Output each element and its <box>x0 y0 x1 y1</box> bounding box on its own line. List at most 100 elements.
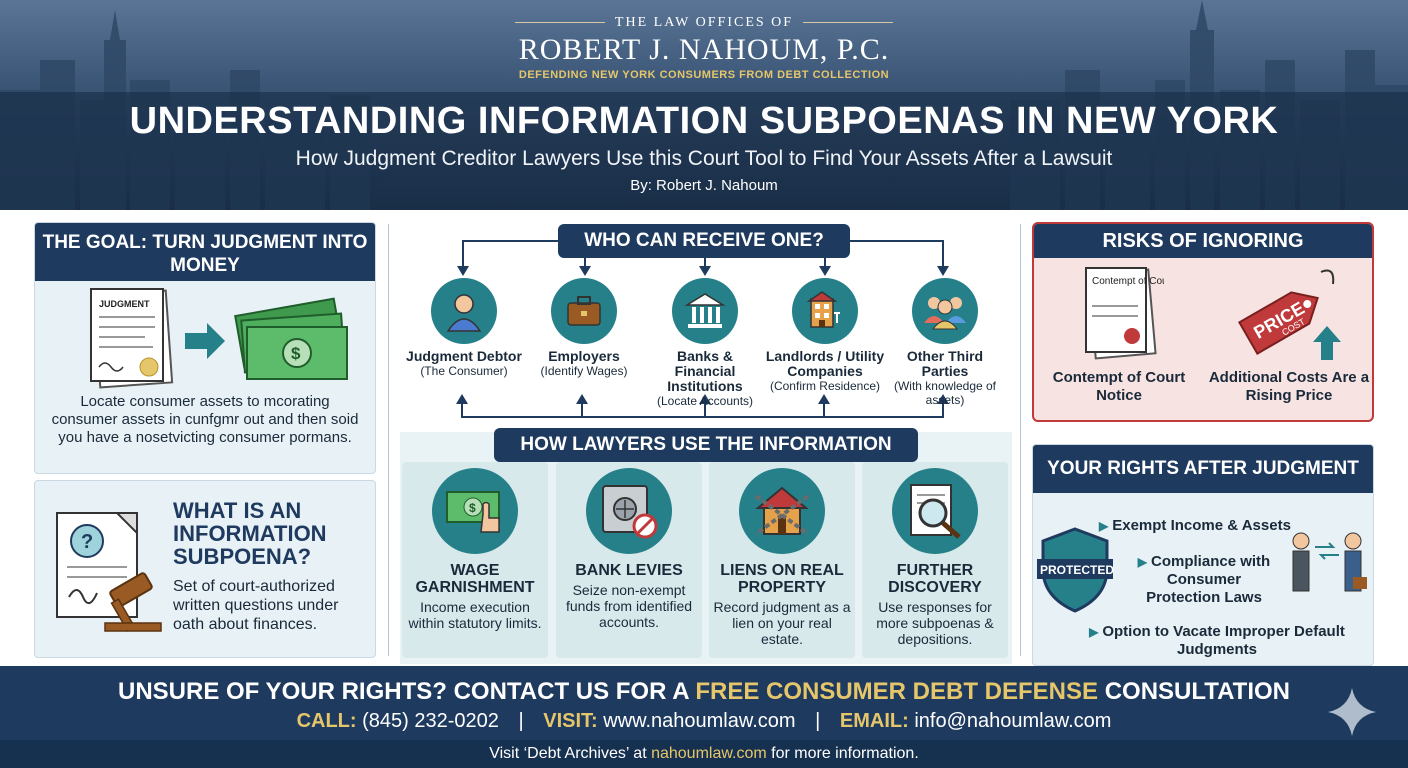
recipient-name: Other Third Parties <box>906 348 984 379</box>
risks-heading: RISKS OF IGNORING <box>1034 224 1372 258</box>
method-description: Income execution within statutory limits… <box>408 599 542 631</box>
archive-text: Visit ‘Debt Archives’ at <box>489 745 652 762</box>
risk-additional-costs: PRICE COST Additional Costs Are a Rising… <box>1204 264 1372 405</box>
archive-strip: Visit ‘Debt Archives’ at nahoumlaw.com f… <box>0 740 1408 768</box>
goal-heading: THE GOAL: TURN JUDGMENT INTO MONEY <box>35 223 375 281</box>
goal-panel: THE GOAL: TURN JUDGMENT INTO MONEY JUDGM… <box>34 222 376 474</box>
risk-contempt: Contempt of Court Contempt of Court Noti… <box>1034 264 1204 405</box>
svg-text:PROTECTED: PROTECTED <box>1040 563 1114 577</box>
method-name: LIENS ON REAL PROPERTY <box>720 562 844 596</box>
building-icon <box>792 278 858 344</box>
method-further-discovery: FURTHER DISCOVERY Use responses for more… <box>862 462 1008 658</box>
separator: | <box>815 710 821 732</box>
shield-icon: PROTECTED <box>1037 527 1114 613</box>
firm-name: ROBERT J. NAHOUM, P.C. <box>518 32 890 66</box>
method-description: Record judgment as a lien on your real e… <box>713 599 851 647</box>
call-label: CALL: <box>296 710 357 732</box>
recipient-name: Landlords / Utility Companies <box>765 348 885 379</box>
recipient-banks: Banks & Financial Institutions (Locate A… <box>645 278 765 408</box>
recipient-judgment-debtor: Judgment Debtor (The Consumer) <box>404 278 524 378</box>
arrow-right-icon <box>185 323 225 359</box>
firm-tagline: DEFENDING NEW YORK CONSUMERS FROM DEBT C… <box>518 68 890 81</box>
goal-illustration: JUDGMENT $ <box>35 281 375 393</box>
flow-connectors <box>456 240 949 418</box>
safe-icon <box>586 468 672 554</box>
column-divider-left <box>388 224 389 656</box>
right-item: ▶Compliance with Consumer Protection Law… <box>1129 553 1279 607</box>
recipient-third-parties: Other Third Parties (With knowledge of a… <box>885 278 1005 407</box>
method-description: Use responses for more subpoenas & depos… <box>876 599 994 647</box>
method-wage-garnishment: $ WAGE GARNISHMENT Income execution with… <box>402 462 548 658</box>
money-stack-icon: $ <box>234 297 348 380</box>
method-bank-levies: BANK LEVIES Seize non-exempt funds from … <box>556 462 702 658</box>
sparkle-icon <box>1328 688 1376 736</box>
website-link[interactable]: www.nahoumlaw.com <box>603 710 796 732</box>
document-seal-icon: Contempt of Court <box>1085 267 1174 360</box>
svg-text:Contempt of Court: Contempt of Court <box>1092 276 1164 287</box>
method-description: Seize non-exempt funds from identified a… <box>565 582 693 630</box>
right-item-label: Compliance with Consumer Protection Laws <box>1146 553 1271 606</box>
visit-label: VISIT: <box>543 710 598 732</box>
rights-panel: YOUR RIGHTS AFTER JUDGMENT PROTECTED ▶Ex… <box>1032 444 1374 666</box>
right-item: ▶Exempt Income & Assets <box>1099 517 1299 535</box>
page-subtitle: How Judgment Creditor Lawyers Use this C… <box>295 147 1113 170</box>
page-title: UNDERSTANDING INFORMATION SUBPOENAS IN N… <box>129 100 1279 142</box>
what-is-description: Set of court-authorized written question… <box>173 578 339 633</box>
firm-prefix: THE LAW OFFICES OF <box>515 15 893 31</box>
cta-highlight: FREE CONSUMER DEBT DEFENSE <box>695 678 1099 705</box>
recipient-name: Employers <box>548 348 620 364</box>
group-icon <box>912 278 978 344</box>
svg-text:$: $ <box>469 501 476 515</box>
email-link[interactable]: info@nahoumlaw.com <box>914 710 1112 732</box>
how-heading: HOW LAWYERS USE THE INFORMATION <box>494 428 918 462</box>
recipient-note: (With knowledge of assets) <box>893 379 997 407</box>
method-name: WAGE GARNISHMENT <box>415 562 535 596</box>
risks-panel: RISKS OF IGNORING Contempt of Court Cont… <box>1032 222 1374 422</box>
recipient-note: (Identify Wages) <box>540 364 628 378</box>
method-name: BANK LEVIES <box>575 562 683 579</box>
bank-icon <box>672 278 738 344</box>
risk-label: Contempt of Court Notice <box>1052 369 1186 404</box>
archive-link[interactable]: nahoumlaw.com <box>651 745 767 762</box>
price-tag-icon: PRICE COST <box>1237 269 1341 360</box>
separator: | <box>518 710 524 732</box>
rights-heading: YOUR RIGHTS AFTER JUDGMENT <box>1033 445 1373 493</box>
recipient-name: Judgment Debtor <box>406 348 522 364</box>
right-item: ▶Option to Vacate Improper Default Judgm… <box>1087 623 1347 659</box>
column-divider-right <box>1020 224 1021 656</box>
footer-cta: UNSURE OF YOUR RIGHTS? CONTACT US FOR A … <box>0 666 1408 768</box>
judgment-document-icon: JUDGMENT <box>90 288 174 389</box>
content-area: THE GOAL: TURN JUDGMENT INTO MONEY JUDGM… <box>0 210 1408 666</box>
recipient-landlords: Landlords / Utility Companies (Confirm R… <box>765 278 885 393</box>
right-item-label: Option to Vacate Improper Default Judgme… <box>1102 623 1345 658</box>
cta-text: UNSURE OF YOUR RIGHTS? CONTACT US FOR A <box>117 678 696 705</box>
what-is-panel: ? WHAT IS AN INFORMATION SUBPOENA? Set o… <box>34 480 376 658</box>
author-byline: By: Robert J. Nahoum <box>630 177 778 194</box>
phone-link[interactable]: (845) 232-0202 <box>362 710 499 732</box>
cash-hand-icon: $ <box>432 468 518 554</box>
recipient-note: (Confirm Residence) <box>769 379 881 393</box>
email-label: EMAIL: <box>839 710 909 732</box>
header-banner: THE LAW OFFICES OF ROBERT J. NAHOUM, P.C… <box>0 0 1408 210</box>
handshake-people-icon <box>1292 532 1367 592</box>
svg-text:?: ? <box>81 531 93 553</box>
what-is-heading: WHAT IS AN INFORMATION SUBPOENA? <box>173 498 327 569</box>
recipient-note: (Locate Accounts) <box>656 394 754 408</box>
cta-text-end: CONSULTATION <box>1098 678 1291 705</box>
title-band: UNDERSTANDING INFORMATION SUBPOENAS IN N… <box>0 92 1408 210</box>
briefcase-icon <box>551 278 617 344</box>
bullet-arrow-icon: ▶ <box>1099 519 1109 533</box>
firm-branding: THE LAW OFFICES OF ROBERT J. NAHOUM, P.C… <box>0 10 1408 81</box>
svg-text:$: $ <box>291 344 301 363</box>
recipient-employers: Employers (Identify Wages) <box>524 278 644 378</box>
subpoena-gavel-icon: ? <box>56 512 162 632</box>
cta-headline: UNSURE OF YOUR RIGHTS? CONTACT US FOR A … <box>0 678 1408 706</box>
bullet-arrow-icon: ▶ <box>1137 555 1148 569</box>
person-icon <box>431 278 497 344</box>
magnifier-doc-icon <box>892 468 978 554</box>
svg-text:JUDGMENT: JUDGMENT <box>99 299 150 309</box>
house-chain-icon <box>739 468 825 554</box>
goal-description: Locate consumer assets to mcorating cons… <box>51 393 359 446</box>
bullet-arrow-icon: ▶ <box>1089 625 1099 639</box>
risk-label: Additional Costs Are a Rising Price <box>1208 369 1370 404</box>
